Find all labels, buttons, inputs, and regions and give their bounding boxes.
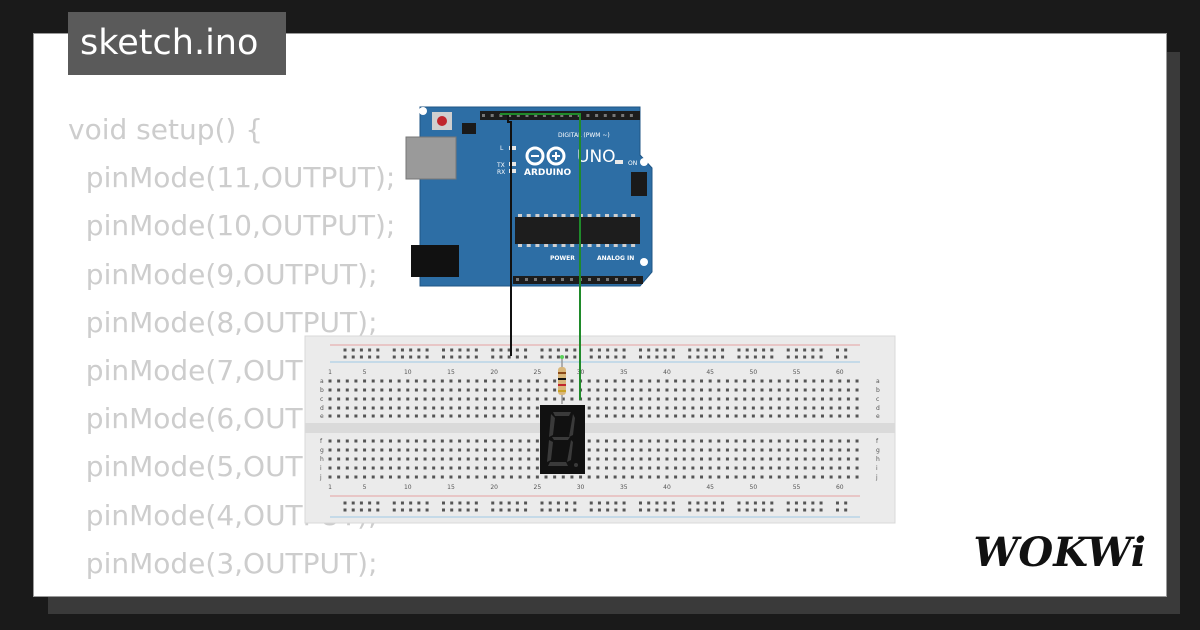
code-line: pinMode(2,OUTPUT); xyxy=(68,588,395,596)
column-number: 40 xyxy=(663,369,671,376)
row-letter: c xyxy=(876,396,879,403)
window-title: sketch.ino xyxy=(68,12,286,75)
column-number: 35 xyxy=(620,369,628,376)
code-line: pinMode(10,OUTPUT); xyxy=(68,209,396,243)
power-analog-header[interactable] xyxy=(513,276,643,284)
icsp-header xyxy=(462,123,647,196)
l-label: L xyxy=(500,145,504,152)
row-letter: d xyxy=(320,405,324,412)
column-number: 25 xyxy=(534,484,542,491)
row-letter: j xyxy=(875,474,878,481)
column-number: 15 xyxy=(447,484,455,491)
power-label: POWER xyxy=(550,255,575,262)
digital-label: DIGITAL (PWM ~) xyxy=(558,132,610,139)
column-number: 25 xyxy=(534,369,542,376)
column-number: 45 xyxy=(706,369,714,376)
row-letter: j xyxy=(319,474,322,481)
code-line: pinMode(3,OUTPUT); xyxy=(68,546,378,580)
gnd-wire[interactable] xyxy=(507,114,512,356)
signal-wire[interactable] xyxy=(570,113,581,400)
on-led xyxy=(615,160,623,164)
column-number: 60 xyxy=(836,369,844,376)
row-letter: e xyxy=(876,413,880,420)
row-letter: b xyxy=(876,387,880,394)
row-letter: c xyxy=(320,396,323,403)
on-label: ON xyxy=(628,160,637,167)
arduino-uno-board[interactable]: UNO ARDUINO DIGITAL (PWM ~) POWER ANALOG… xyxy=(405,106,653,287)
resistor[interactable] xyxy=(558,355,566,404)
column-number: 60 xyxy=(836,484,844,491)
chip-pins xyxy=(482,114,636,281)
row-letter: b xyxy=(320,387,324,394)
seven-segment-display[interactable] xyxy=(540,405,585,474)
row-letter: a xyxy=(876,378,880,385)
column-number: 15 xyxy=(447,369,455,376)
row-letter: e xyxy=(320,413,324,420)
column-number: 55 xyxy=(793,484,801,491)
column-number: 50 xyxy=(750,484,758,491)
column-number: 1 xyxy=(328,369,332,376)
column-number: 5 xyxy=(363,484,367,491)
column-number: 5 xyxy=(363,369,367,376)
mount-hole xyxy=(419,107,427,115)
reset-button-cap[interactable] xyxy=(437,116,447,126)
digital-header[interactable] xyxy=(480,111,640,120)
row-letter: i xyxy=(320,465,322,472)
atmega-chip xyxy=(515,217,640,244)
code-line: pinMode(8,OUTPUT); xyxy=(68,305,378,339)
code-line: void setup() { xyxy=(68,113,264,146)
arduino-logo-icon xyxy=(525,146,566,166)
tx-label: TX xyxy=(496,162,505,169)
row-letter: a xyxy=(320,378,324,385)
mount-hole xyxy=(640,258,648,266)
column-number: 35 xyxy=(620,484,628,491)
analog-label: ANALOG IN xyxy=(597,255,634,262)
usb-port xyxy=(405,136,457,180)
segment-digit xyxy=(547,412,578,467)
column-number: 40 xyxy=(663,484,671,491)
l-led xyxy=(509,146,516,150)
mount-hole xyxy=(640,158,648,166)
code-line: pinMode(11,OUTPUT); xyxy=(68,161,396,195)
row-letter: d xyxy=(876,405,880,412)
column-number: 1 xyxy=(328,484,332,491)
tx-led xyxy=(509,162,516,166)
row-letter: i xyxy=(876,465,878,472)
code-line: pinMode(9,OUTPUT); xyxy=(68,257,378,291)
column-number: 20 xyxy=(490,484,498,491)
column-number: 30 xyxy=(577,484,585,491)
column-number: 45 xyxy=(706,484,714,491)
row-letter: g xyxy=(876,447,880,454)
wires[interactable] xyxy=(500,113,581,400)
column-number: 10 xyxy=(404,369,412,376)
board-name: UNO xyxy=(577,147,616,167)
column-number: 55 xyxy=(793,369,801,376)
column-number: 10 xyxy=(404,484,412,491)
power-jack xyxy=(411,245,459,277)
code-preview: void setup() { pinMode(11,OUTPUT); pinMo… xyxy=(68,106,396,596)
row-letter: f xyxy=(320,438,323,445)
rx-led xyxy=(509,169,516,173)
brand-label: ARDUINO xyxy=(524,168,572,178)
column-number: 50 xyxy=(750,369,758,376)
wokwi-logo: WOKWi xyxy=(973,529,1146,576)
row-letter: h xyxy=(876,456,880,463)
rx-label: RX xyxy=(497,169,505,176)
row-letter: h xyxy=(320,456,324,463)
column-number: 20 xyxy=(490,369,498,376)
row-letter: f xyxy=(876,438,879,445)
row-letter: g xyxy=(320,447,324,454)
